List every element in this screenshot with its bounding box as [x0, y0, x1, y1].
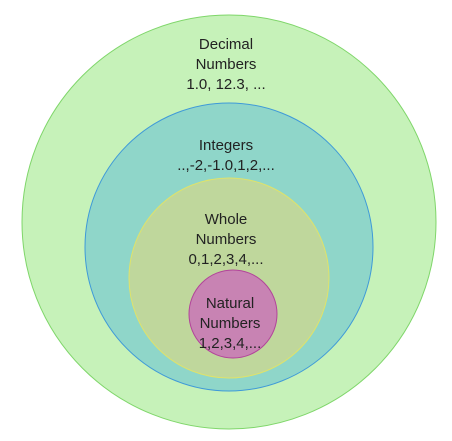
- natural-numbers-title-line1: Natural: [205, 295, 255, 312]
- whole-numbers-examples: 0,1,2,3,4,...: [188, 251, 264, 268]
- natural-numbers-label: Natural Numbers 1,2,3,4,...: [4, 294, 452, 354]
- decimal-numbers-examples: 1.0, 12.3, ...: [186, 76, 266, 93]
- integers-title: Integers: [198, 137, 254, 154]
- natural-numbers-circle: [188, 269, 278, 359]
- decimal-numbers-title-line2: Numbers: [195, 56, 257, 73]
- natural-numbers-examples: 1,2,3,4,...: [198, 335, 262, 352]
- decimal-numbers-label: Decimal Numbers 1.0, 12.3, ...: [0, 35, 452, 95]
- integers-examples: ..,-2,-1.0,1,2,...: [177, 157, 275, 174]
- integers-label: Integers ..,-2,-1.0,1,2,...: [0, 136, 452, 176]
- whole-numbers-title-line1: Whole: [204, 211, 248, 228]
- whole-numbers-title-line2: Numbers: [195, 231, 257, 248]
- natural-numbers-title-line2: Numbers: [199, 315, 261, 332]
- whole-numbers-label: Whole Numbers 0,1,2,3,4,...: [0, 210, 452, 270]
- decimal-numbers-title-line1: Decimal: [198, 36, 254, 53]
